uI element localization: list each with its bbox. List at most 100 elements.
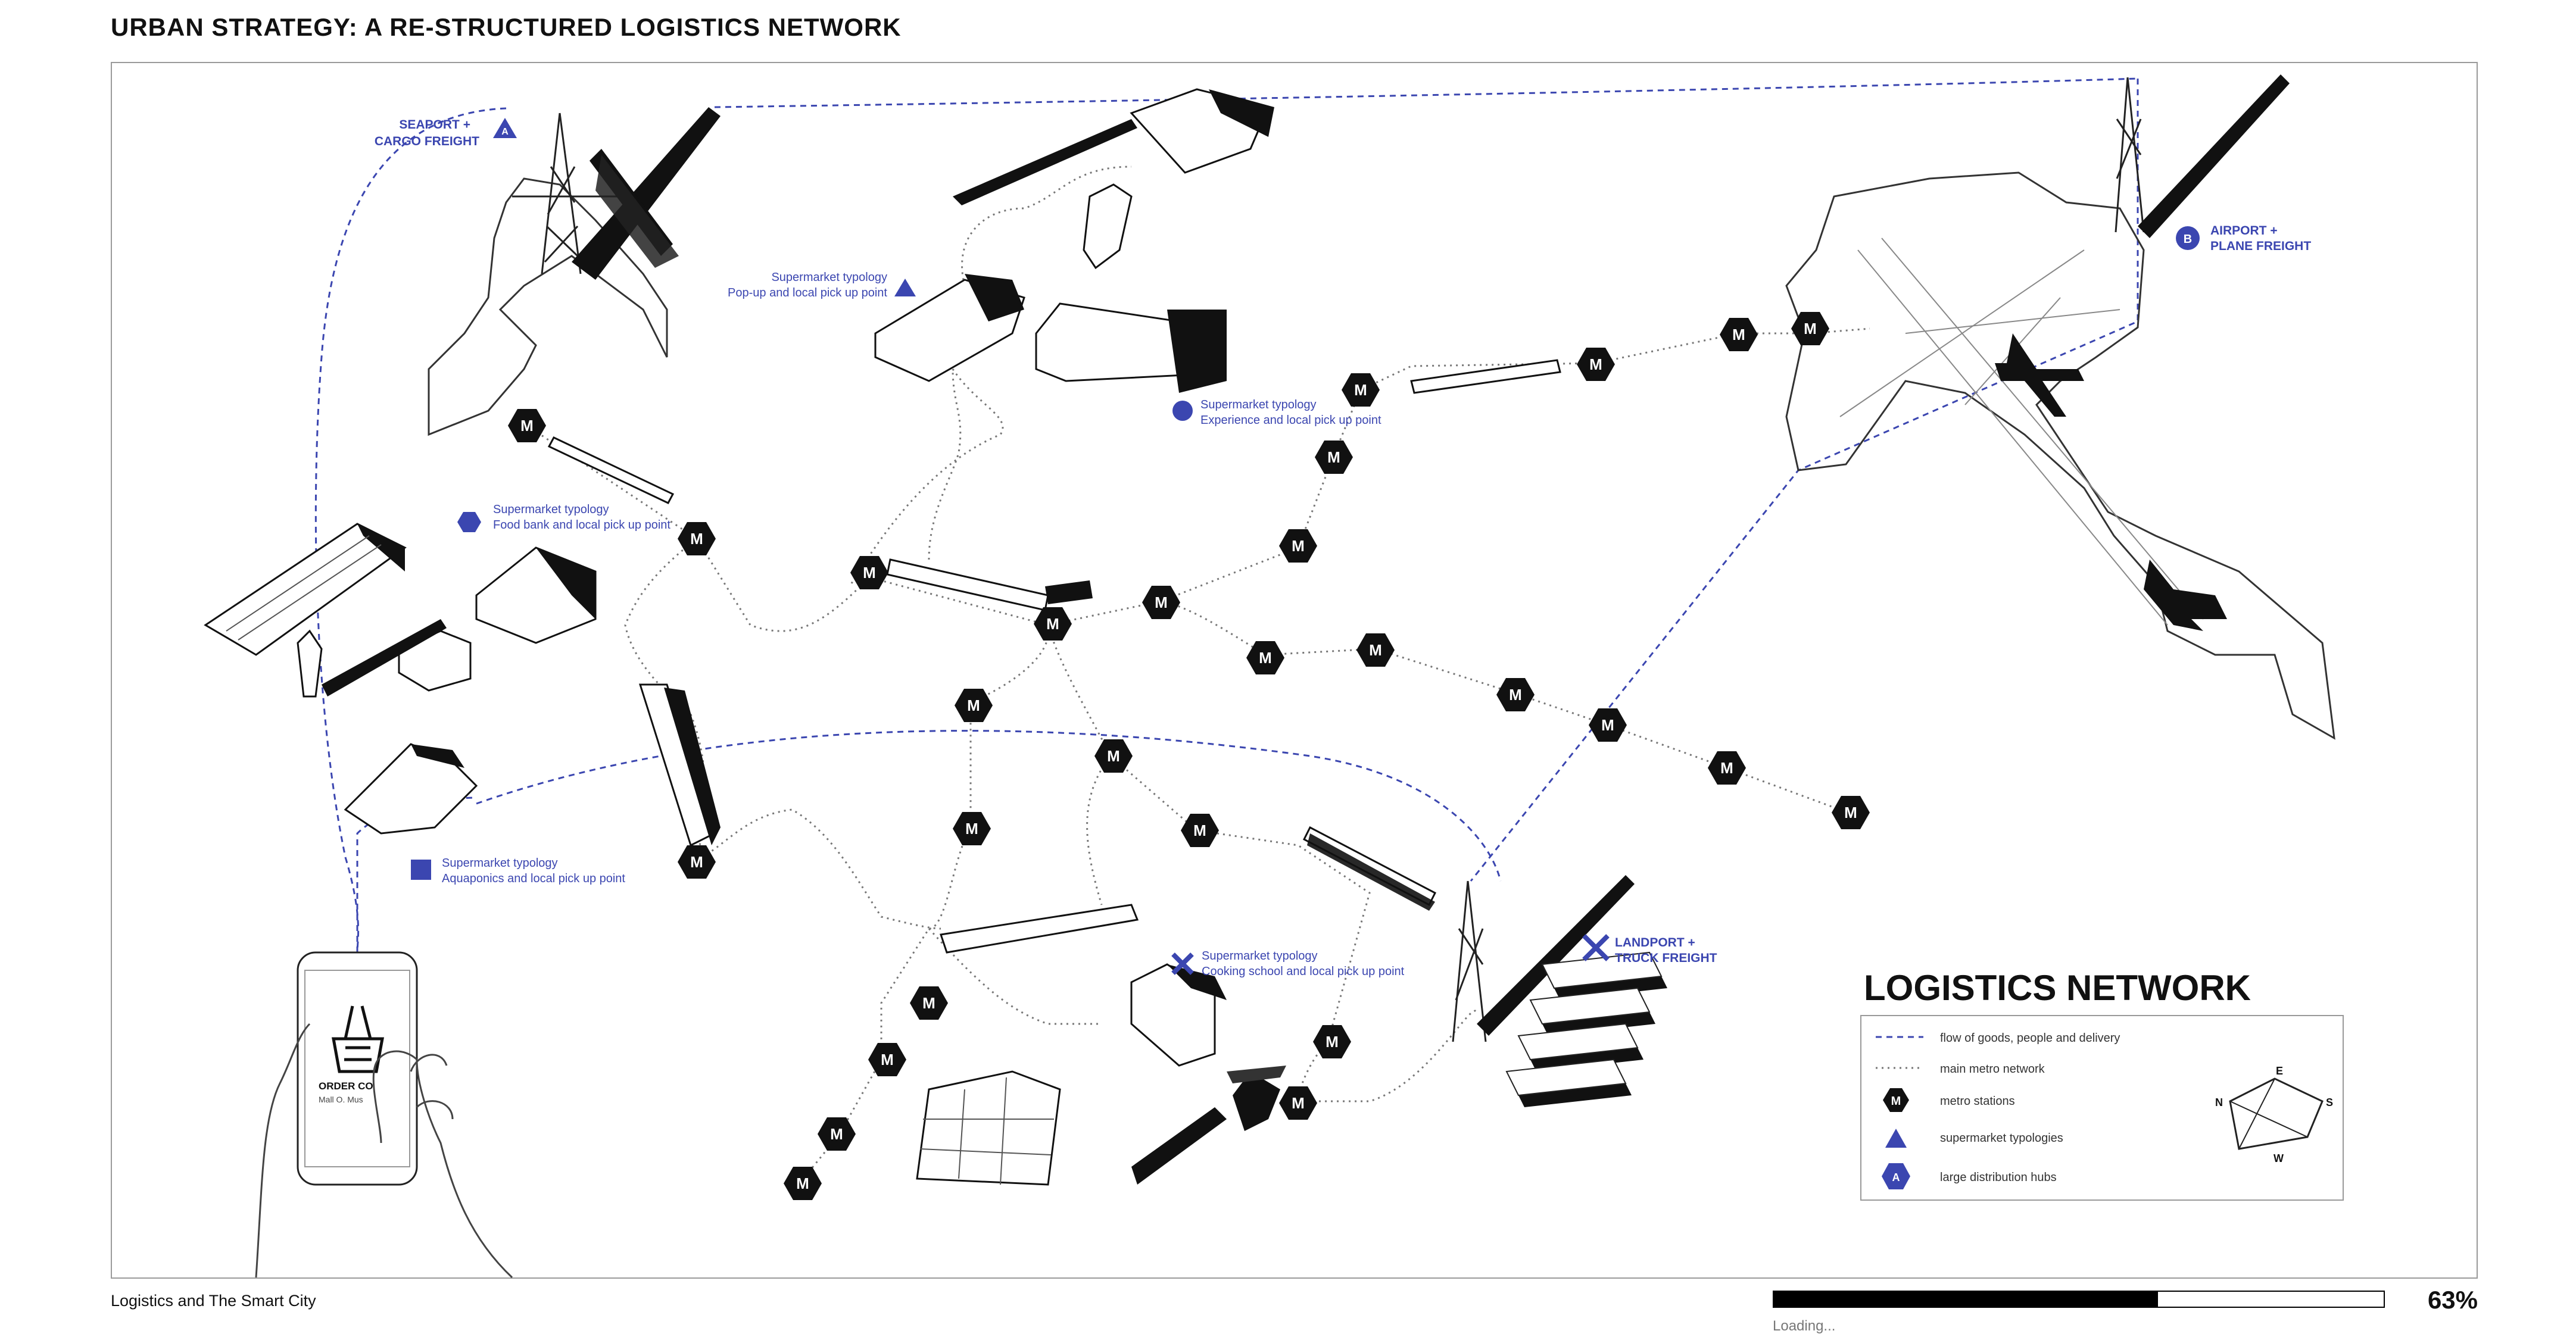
compass-n: N	[2215, 1097, 2223, 1108]
loading-label: Loading...	[1773, 1318, 1836, 1334]
airport-badge-icon	[2176, 226, 2200, 250]
airport-runways	[1839, 238, 2204, 626]
basket-icon	[332, 1005, 384, 1073]
metro-station-icon	[910, 986, 948, 1020]
phone-order-label: ORDER CO	[319, 1080, 373, 1092]
city-buildings	[204, 88, 1286, 1186]
metro-station-icon	[955, 689, 993, 722]
metro-station-icon	[1708, 751, 1746, 785]
landport-tower-shadow	[1477, 875, 1635, 1036]
seaport-crane	[512, 113, 631, 274]
legend-label-flow: flow of goods, people and delivery	[1940, 1032, 2120, 1045]
compass-e: E	[2276, 1065, 2283, 1077]
seaport-triangle-icon	[493, 118, 517, 138]
metro-station-icon	[1181, 814, 1219, 847]
legend-label-stations: metro stations	[1940, 1095, 2015, 1108]
svg-text:Food bank and local pick up po: Food bank and local pick up point	[493, 518, 670, 532]
progress-percent: 63%	[2427, 1286, 2478, 1314]
metro-station-icon	[1034, 607, 1072, 641]
metro-station-icon	[1589, 708, 1627, 742]
airport-tower	[2115, 77, 2145, 233]
metro-station-icon	[1832, 796, 1870, 829]
map-frame	[111, 62, 2478, 1279]
progress-fill	[1774, 1292, 2159, 1307]
svg-text:Cooking school and local pick: Cooking school and local pick up point	[1202, 965, 1405, 978]
metro-station-icon	[1577, 348, 1615, 381]
legend-hub-glyph: A	[1892, 1172, 1900, 1183]
typology-experience: Supermarket typology Experience and loca…	[1172, 398, 1381, 427]
landport-label-line2: TRUCK FREIGHT	[1615, 951, 1717, 965]
compass-s: S	[2326, 1097, 2333, 1108]
airport-hub: B AIRPORT + PLANE FREIGHT	[1785, 74, 2335, 740]
metro-station-icon	[678, 522, 716, 555]
popup-triangle-icon	[894, 279, 916, 296]
legend-hub-hexagon-icon	[1882, 1163, 1910, 1189]
page-title: URBAN STRATEGY: A RE-STRUCTURED LOGISTIC…	[111, 13, 902, 41]
seaport-label-line2: CARGO FREIGHT	[375, 135, 479, 148]
phone-illustration: ORDER CO Mall O. Mus	[255, 951, 513, 1279]
metro-station-icon	[678, 845, 716, 879]
aquaponics-square-icon	[411, 860, 431, 880]
typology-foodbank: Supermarket typology Food bank and local…	[457, 503, 670, 532]
legend-metro-glyph: M	[1891, 1095, 1901, 1108]
metro-station-icon	[850, 556, 888, 589]
svg-text:Aquaponics and local pick up p: Aquaponics and local pick up point	[442, 872, 625, 885]
flow-seaport-airport	[714, 77, 2138, 108]
metro-stations	[508, 312, 1870, 1200]
legend: LOGISTICS NETWORK flow of goods, people …	[1860, 968, 2344, 1201]
truck-warehouses-tops	[1505, 951, 1663, 1097]
landport-cross-icon	[1582, 934, 1610, 961]
metro-station-icon	[953, 812, 991, 845]
airport-tower-shadow	[2138, 74, 2290, 238]
seaport-label-line1: SEAPORT +	[399, 118, 470, 132]
legend-label-typologies: supermarket typologies	[1940, 1132, 2063, 1145]
metro-station-icon	[508, 409, 546, 442]
metro-station-icon	[1315, 441, 1353, 474]
svg-text:Supermarket typology: Supermarket typology	[442, 857, 558, 870]
hand-outline	[255, 1023, 513, 1279]
svg-text:Pop-up and local pick up point: Pop-up and local pick up point	[728, 286, 887, 299]
foodbank-hexagon-icon	[457, 512, 481, 532]
cooking-cross-icon	[1171, 952, 1194, 975]
phone-sub-label: Mall O. Mus	[319, 1095, 363, 1104]
landport-tower	[1452, 880, 1487, 1042]
metro-station-icon	[1279, 529, 1317, 563]
legend-metro-station-icon	[1883, 1088, 1909, 1112]
metro-station-icon	[1279, 1086, 1317, 1120]
legend-label-metro-network: main metro network	[1940, 1063, 2045, 1076]
seaport-outline	[428, 177, 668, 436]
metro-station-icon	[1142, 586, 1180, 619]
flow-airport-landport	[1470, 79, 2139, 882]
airport-badge: B	[2184, 233, 2192, 246]
svg-text:Supermarket typology: Supermarket typology	[771, 271, 887, 284]
metro-station-icon	[818, 1117, 856, 1151]
landport-label-line1: LANDPORT +	[1615, 936, 1695, 949]
metro-station-icon	[1496, 678, 1535, 711]
metro-station-icon	[1791, 312, 1829, 345]
typology-aquaponics: Supermarket typology Aquaponics and loca…	[411, 857, 625, 885]
airport-label-line1: AIRPORT +	[2210, 224, 2278, 238]
metro-station-icon	[1313, 1025, 1351, 1058]
metro-station-icon	[1342, 373, 1380, 407]
metro-trains	[547, 359, 1561, 954]
seaport-crane-shadow	[572, 107, 721, 280]
flow-top-left	[314, 107, 507, 953]
typology-labels: Supermarket typology Pop-up and local pi…	[411, 271, 1405, 978]
seaport-hub: A SEAPORT + CARGO FREIGHT	[375, 107, 721, 436]
airport-outline	[1785, 171, 2335, 740]
airport-label-line2: PLANE FREIGHT	[2210, 239, 2311, 253]
compass-w: W	[2274, 1152, 2284, 1164]
typology-popup: Supermarket typology Pop-up and local pi…	[728, 271, 916, 299]
legend-title: LOGISTICS NETWORK	[1864, 968, 2251, 1008]
metro-station-icon	[1720, 318, 1758, 351]
typology-cooking: Supermarket typology Cooking school and …	[1171, 949, 1405, 978]
legend-label-hubs: large distribution hubs	[1940, 1171, 2057, 1184]
metro-station-icon	[784, 1167, 822, 1200]
footer-caption: Logistics and The Smart City	[111, 1292, 316, 1310]
airplane-icon	[1995, 333, 2084, 417]
svg-text:Supermarket typology: Supermarket typology	[493, 503, 609, 516]
svg-text:Supermarket typology: Supermarket typology	[1200, 398, 1317, 411]
svg-text:Experience and local pick up p: Experience and local pick up point	[1200, 414, 1381, 427]
seaport-badge: A	[501, 127, 509, 137]
